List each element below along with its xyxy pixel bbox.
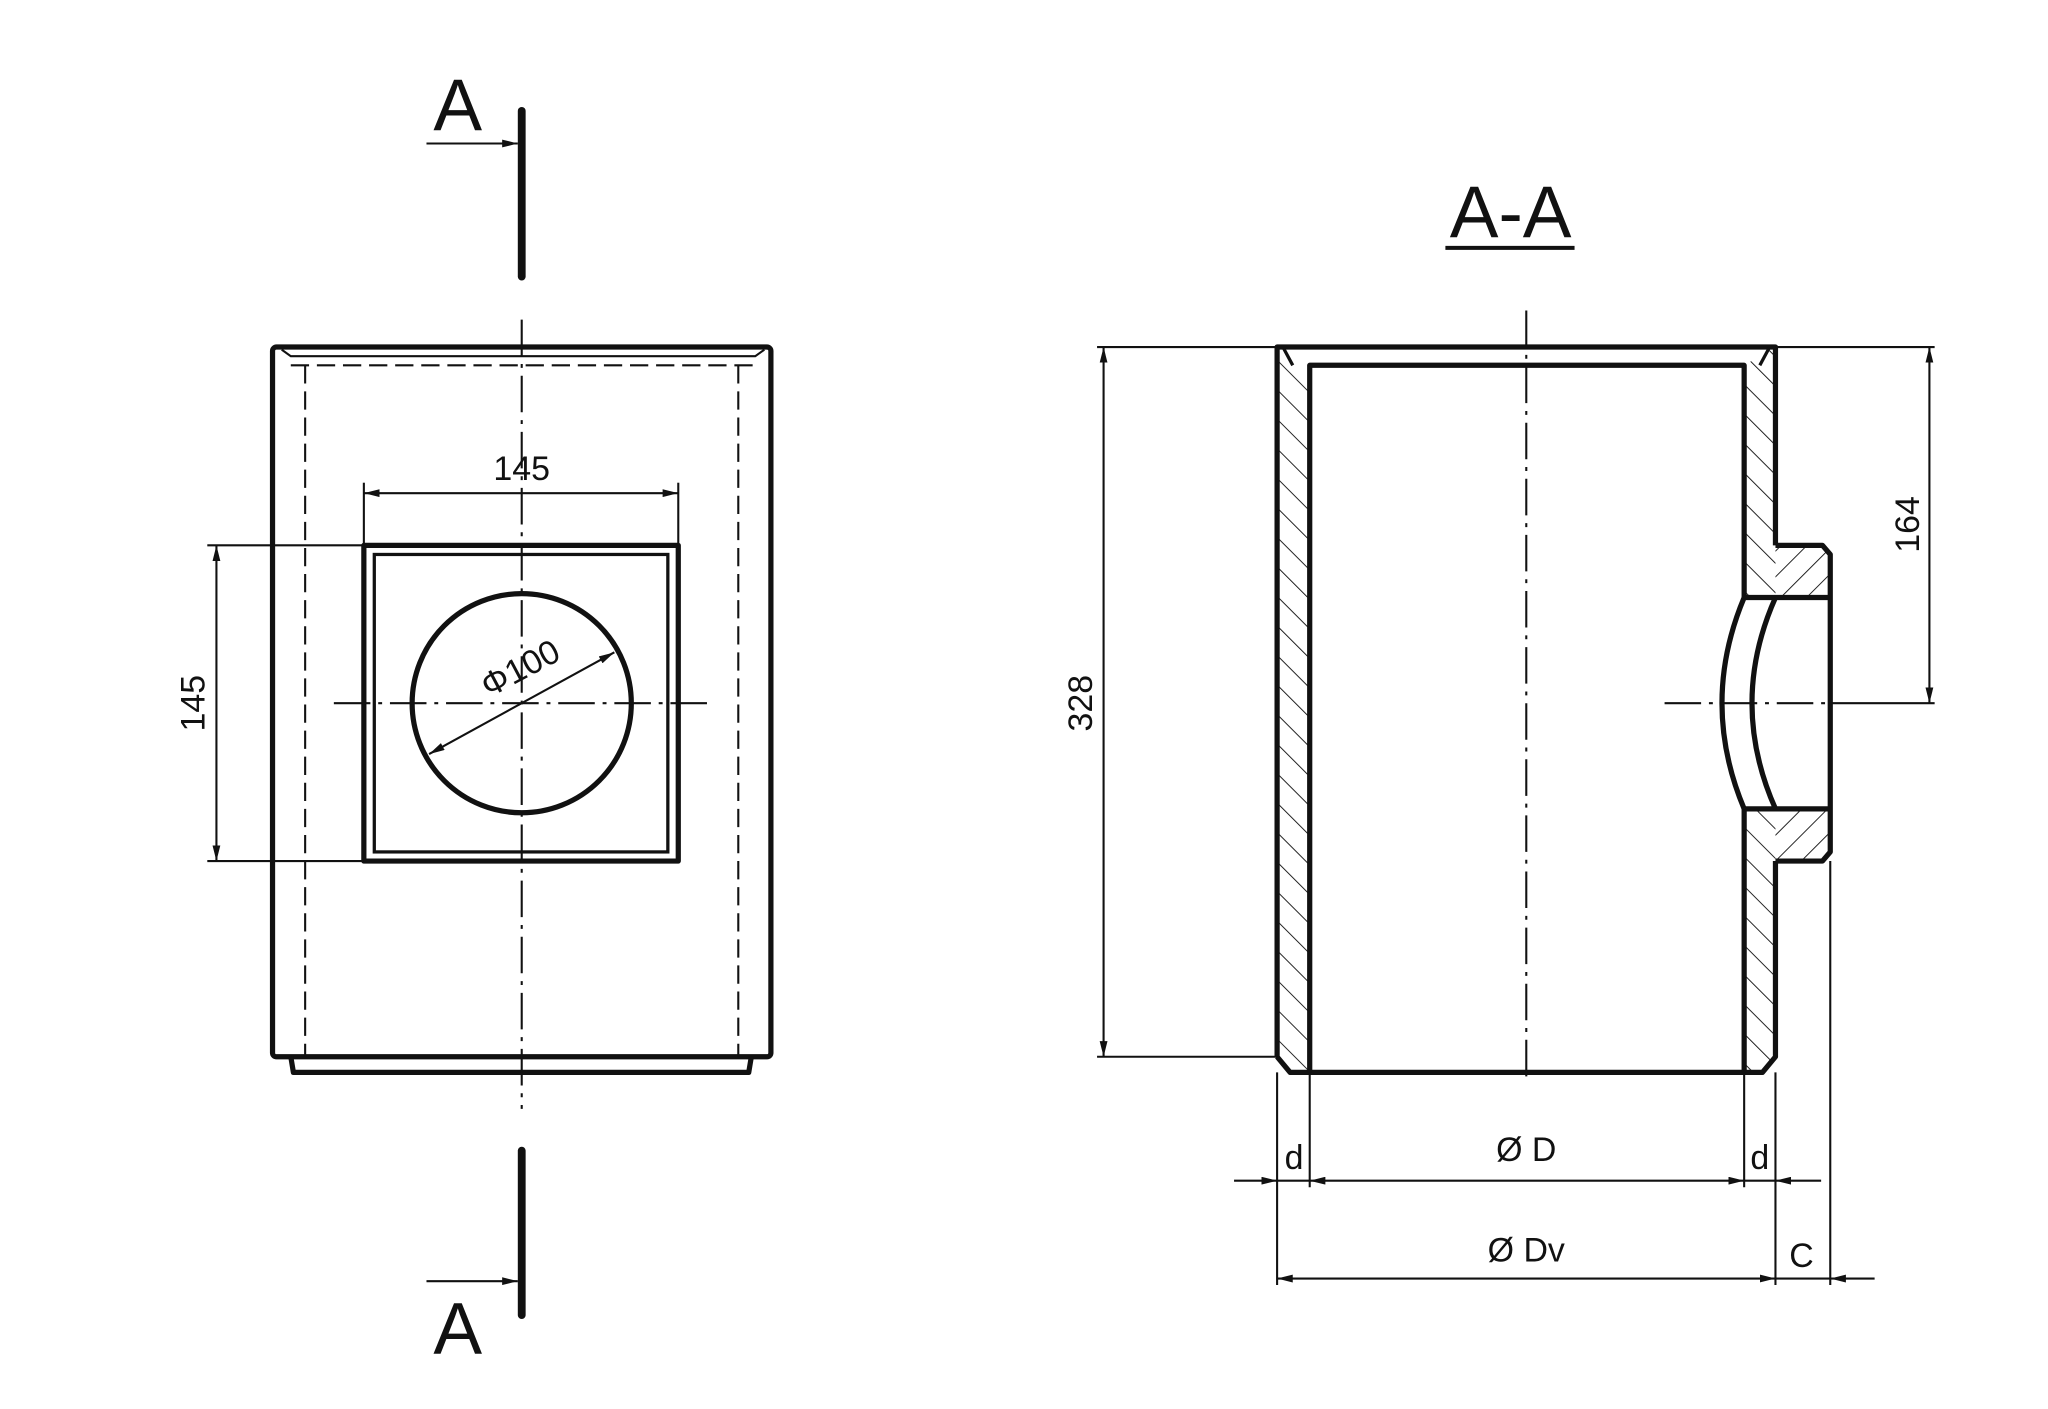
dim-outer-diameter-label: Ø Dv — [1488, 1232, 1565, 1270]
dim-height-label: 145 — [175, 675, 213, 732]
shell-inner — [1307, 362, 1747, 1073]
dim-height-label: 328 — [1062, 675, 1100, 732]
dim-wall-left-label: d — [1285, 1139, 1304, 1177]
section-mark-top: A — [433, 65, 482, 146]
dim-line-hole — [428, 651, 615, 755]
right-wall-hatch — [1744, 347, 1776, 1073]
section-view: A-A 328 164 d Ø D d Ø Dv C — [1062, 172, 1935, 1286]
dim-nozzle-label: 164 — [1889, 496, 1927, 553]
front-view: 145 145 Φ100 A A — [175, 65, 774, 1370]
section-title: A-A — [1450, 172, 1572, 253]
dim-hole-label: Φ100 — [475, 632, 567, 705]
left-wall-hatch — [1277, 347, 1310, 1073]
section-mark-bottom: A — [433, 1289, 482, 1370]
dim-wall-right-label: d — [1750, 1139, 1769, 1177]
top-rim — [281, 348, 765, 358]
dim-flange-label: C — [1789, 1237, 1814, 1275]
dim-width-label: 145 — [493, 450, 550, 488]
dim-inner-diameter-label: Ø D — [1496, 1131, 1556, 1169]
flange-hatch — [1775, 545, 1831, 862]
